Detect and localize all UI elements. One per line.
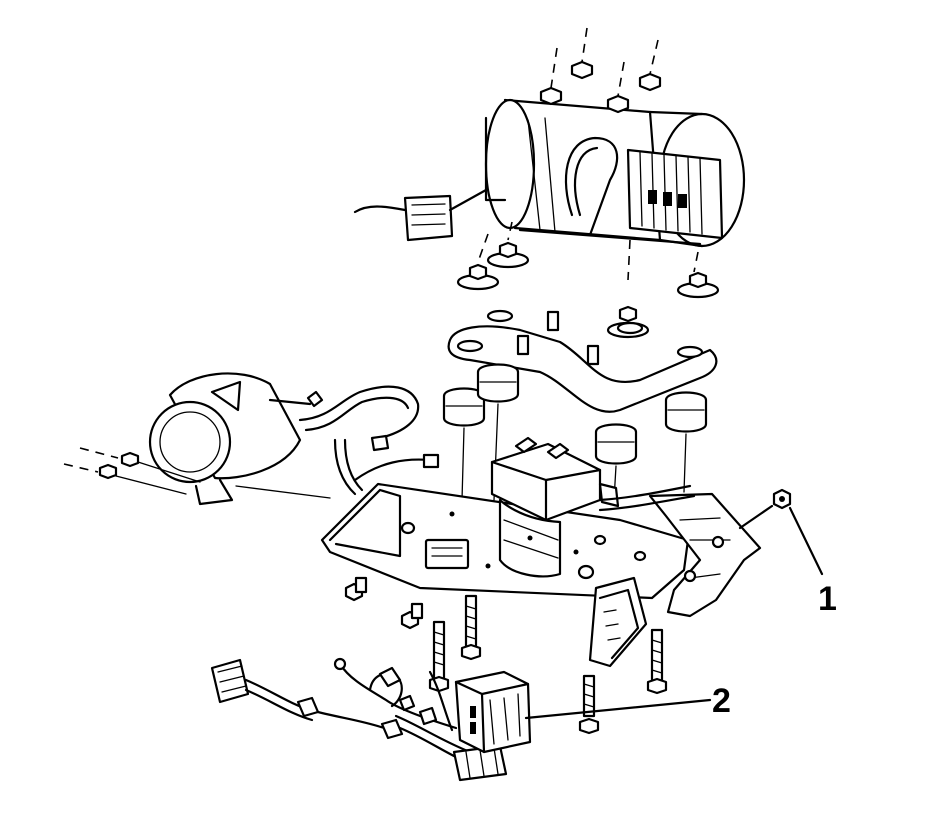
canister-assembly [63, 372, 440, 506]
bolt-left-1 [344, 576, 368, 602]
bolt-vertical-1 [428, 620, 450, 693]
bolt-vertical-3 [578, 674, 600, 735]
callout-2-leader [524, 698, 712, 720]
upper-motor-assembly [353, 27, 746, 248]
bolt-vertical-4 [646, 628, 668, 695]
callout-1-leader [772, 488, 824, 576]
isolator-plate-assembly [442, 221, 720, 501]
callout-2-label: 2 [712, 682, 731, 720]
bolt-left-2 [400, 602, 424, 630]
wiring-harness [210, 657, 532, 782]
main-bracket-assembly [320, 436, 774, 668]
callout-1-label: 1 [818, 580, 837, 618]
bolt-vertical-2 [460, 594, 482, 661]
bolts-group [344, 576, 668, 735]
